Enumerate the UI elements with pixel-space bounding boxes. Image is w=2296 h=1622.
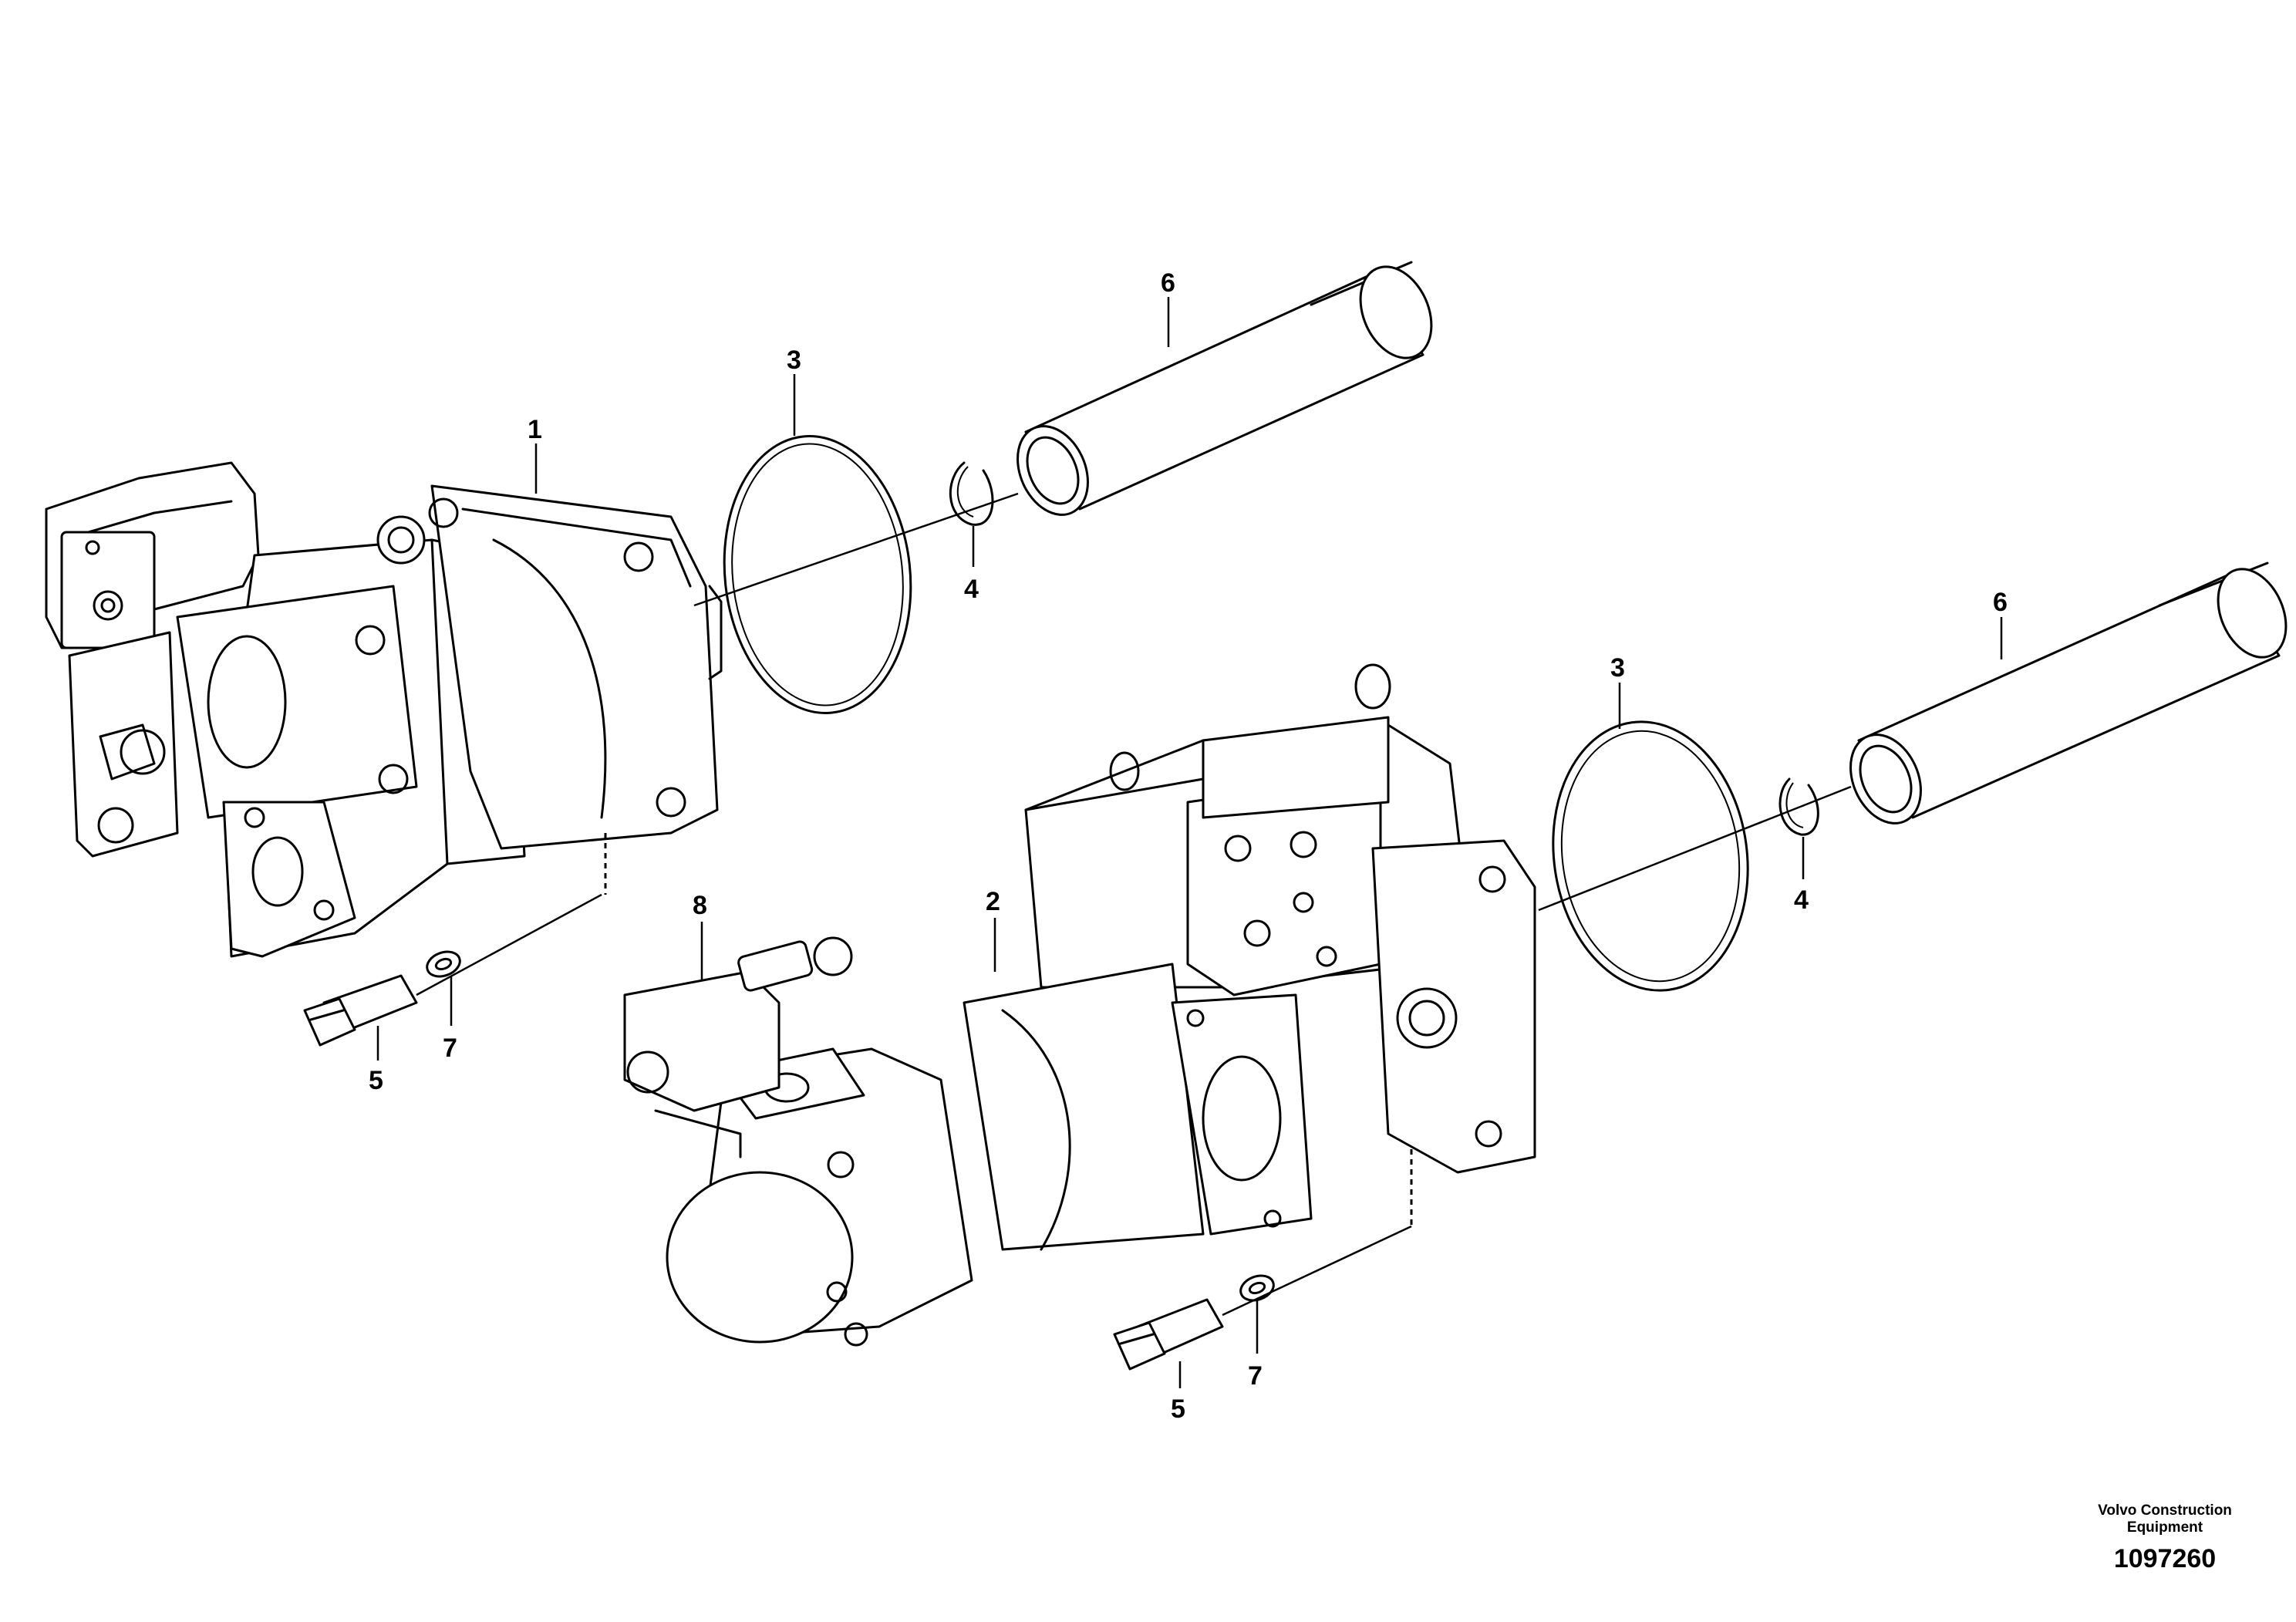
screw-5-lower <box>1113 1298 1224 1371</box>
callout-5-lower: 5 <box>1171 1394 1185 1424</box>
callout-4-upper: 4 <box>964 575 979 604</box>
callout-6-lower: 6 <box>1993 588 2008 617</box>
callout-7-lower: 7 <box>1248 1361 1263 1391</box>
pump-assembly-2 <box>623 663 1536 1347</box>
callout-2: 2 <box>986 887 1000 916</box>
sleeve-6-lower <box>1849 561 2288 824</box>
pump-assembly-1 <box>45 461 723 958</box>
callout-3-upper: 3 <box>787 346 801 375</box>
manufacturer-line-1: Volvo Construction <box>2098 1502 2232 1519</box>
manufacturer-line-2: Equipment <box>2126 1519 2203 1536</box>
callout-4-lower: 4 <box>1794 885 1809 915</box>
callout-5-upper: 5 <box>369 1066 383 1095</box>
callout-7-upper: 7 <box>443 1034 457 1063</box>
callout-8: 8 <box>693 891 707 920</box>
screw-5-upper <box>303 974 418 1047</box>
snap-ring-4-lower <box>1778 777 1819 836</box>
footer-credit: Volvo Construction Equipment 1097260 <box>2088 1502 2242 1574</box>
callout-3-lower: 3 <box>1610 653 1625 683</box>
reference-number: 1097260 <box>2113 1544 2217 1573</box>
washer-7-upper <box>426 950 461 978</box>
o-ring-3-lower <box>1552 720 1749 992</box>
callout-6-upper: 6 <box>1161 268 1175 298</box>
callout-1: 1 <box>528 415 542 444</box>
o-ring-3-upper <box>723 435 912 714</box>
snap-ring-4-upper <box>949 461 994 526</box>
sleeve-6-upper <box>1017 261 1433 516</box>
